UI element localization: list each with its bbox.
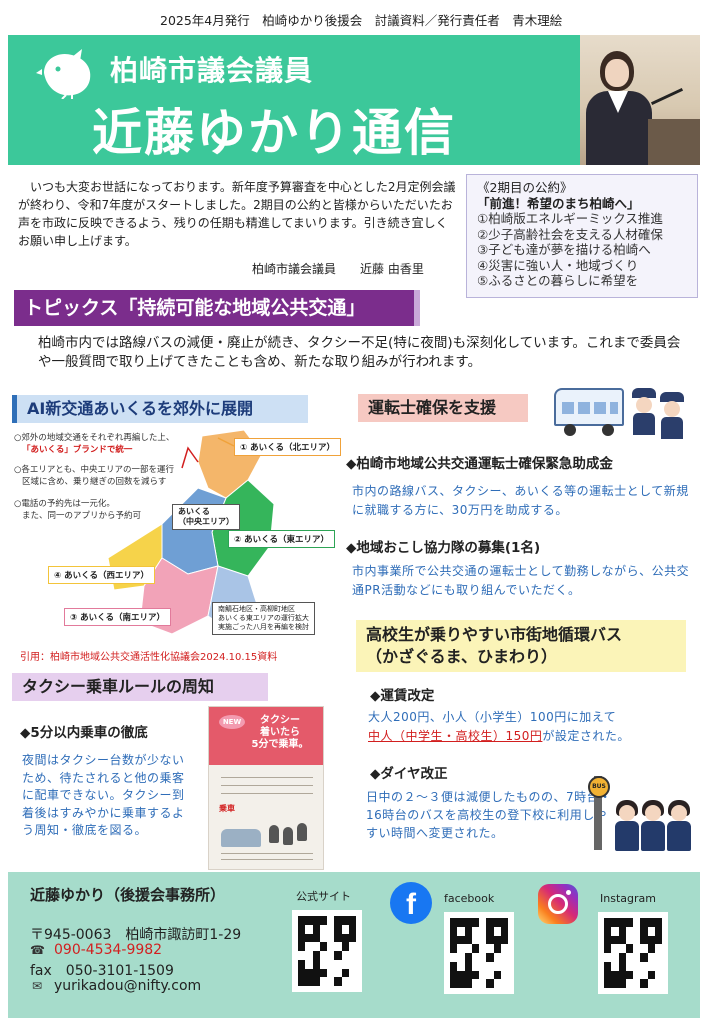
office-name: 近藤ゆかり（後援会事務所） [30,886,226,904]
area-label-extension: 南鯖石地区・高柳町地区 あいくる東エリアの運行拡大 実施ごった八月を再編を検討 [212,602,315,635]
map-note: ○各エリアとも、中央エリアの一部を運行 [14,465,174,475]
area-label-west: ④ あいくる（西エリア） [48,566,155,584]
area-label-south: ③ あいくる（南エリア） [64,608,171,626]
issue-info: 2025年4月発行 柏崎ゆかり後援会 討議資料／発行責任者 青木理絵 [160,13,563,28]
driver-section-title: 運転士確保を支援 [358,394,528,422]
qr-code [450,918,508,988]
masthead: 柏崎市議会議員 近藤ゆかり通信 [8,35,700,165]
pledge-item: ④災害に強い人・地域づくり [477,257,639,273]
phone-line: ☎ 090-4534-9982 [30,942,162,958]
facebook-qr[interactable] [444,912,514,994]
pledge-box: 《2期目の公約》 「前進！希望のまち柏崎へ」 ①柏崎版エネルギーミックス推進 ②… [466,174,698,298]
header-title: 近藤ゆかり通信 [92,104,456,162]
timetable-text: 日中の２～３便は減便したものの、7時台・16時台のバスを高校生の登下校に利用しや… [366,790,612,840]
topics-description: 柏崎市内では路線バスの減便・廃止が続き、タクシー不足(特に夜間)も深刻化していま… [38,335,681,370]
map-note: 区域に含め、乗り継ぎの回数を減らす [22,477,167,487]
fare-text-c: が設定された。 [542,729,630,743]
map-note-highlight: 「あいくる」ブランドで統一 [22,445,133,455]
driver-figure [660,392,684,440]
pledge-item: ②少子高齢社会を支える人材確保 [477,226,663,242]
header-subtitle: 柏崎市議会議員 [110,54,314,87]
address: 〒945-0063 柏崎市諏訪町1-29 [30,927,242,943]
area-label-east: ② あいくる（東エリア） [228,530,335,548]
subsidy-heading: ◆柏崎市地域公共交通運転士確保緊急助成金 [346,456,613,472]
qr-code [604,918,662,988]
area-label-north: ① あいくる（北エリア） [234,438,341,456]
contact-footer: 近藤ゆかり（後援会事務所） 〒945-0063 柏崎市諏訪町1-29 ☎ 090-… [8,872,700,1018]
map-note: ○郊外の地域交通をそれぞれ再編した上、 [14,433,175,443]
qr-code [298,916,356,986]
subsidy-text: 市内の路線バス、タクシー、あいくる等の運転士として新規に就職する方に、30万円を… [352,484,689,517]
fare-heading: ◆運賃改定 [370,688,435,704]
poster-label: 乗車 [219,804,235,813]
bus-title-line1: 高校生が乗りやすい市街地循環バス [366,625,623,644]
facebook-label: facebook [444,892,495,905]
taxi-car-icon [221,829,261,847]
pledge-item: ③子ども達が夢を描ける柏崎へ [477,242,651,257]
students-bus-stop-illustration: BUS [588,776,698,852]
email-line: ✉ yurikadou@nifty.com [30,978,201,994]
taxi-section-title: タクシー乗車ルールの周知 [12,673,268,701]
official-site-label: 公式サイト [296,890,351,903]
driver-figure [632,388,656,436]
official-site-qr[interactable] [292,910,362,992]
bird-logo-icon [36,49,91,99]
pledge-heading: 《2期目の公約》 [477,180,573,195]
phone-icon: ☎ [30,943,45,957]
area-label-central: あいくる （中央エリア） [172,504,240,530]
taxi-poster: NEW タクシー 着いたら 5分で乗車。 乗車 [208,706,324,870]
ai-section-title: AI新交通あいくるを郊外に展開 [12,395,308,423]
map-note: 「あいくる」ブランドで統一 [22,444,132,456]
bus-section-title: 高校生が乗りやすい市街地循環バス （かざぐるま、ひまわり） [356,620,686,672]
topics-banner: トピックス「持続可能な地域公共交通」 [14,290,420,326]
bus-title-line2: （かざぐるま、ひまわり） [366,647,558,666]
email-address[interactable]: yurikadou@nifty.com [54,978,202,994]
instagram-label: Instagram [600,892,656,905]
poster-headline: タクシー 着いたら 5分で乗車。 [251,715,309,750]
pledge-item: ①柏崎版エネルギーミックス推進 [477,211,663,226]
taxi-rule-heading: ◆5分以内乗車の徹底 [20,725,148,741]
timetable-heading: ◆ダイヤ改正 [370,766,448,782]
taxi-rule-text: 夜間はタクシー台数が少ないため、待たされると他の乗客に配車できない。タクシー到着… [22,753,185,837]
instagram-qr[interactable] [598,912,668,994]
facebook-icon[interactable]: f [390,882,432,924]
fare-text-a: 大人200円、小人（小学生）100円に加えて [368,710,617,724]
fare-highlight: 中人（中学生・高校生）150円 [368,729,543,743]
fare-text: 大人200円、小人（小学生）100円に加えて中人（中学生・高校生）150円が設定… [368,708,688,746]
recruit-heading: ◆地域おこし協力隊の募集(1名) [346,540,541,556]
bus-and-drivers-illustration [554,382,690,442]
poster-badge: NEW [219,715,245,729]
pledge-slogan: 「前進！希望のまち柏崎へ」 [477,195,640,211]
portrait-photo [580,35,700,165]
area-map: ○郊外の地域交通をそれぞれ再編した上、 「あいくる」ブランドで統一 ○各エリアと… [12,428,341,646]
map-citation: 引用：柏崎市地域公共交通活性化協議会2024.10.15資料 [20,652,278,663]
instagram-icon[interactable] [538,884,578,924]
recruit-text: 市内事業所で公共交通の運転士として勤務しながら、公共交通PR活動などにも取り組ん… [352,564,690,597]
fax-line: fax 050-3101-1509 [30,963,174,979]
intro-paragraph: いつも大変お世話になっております。新年度予算審査を中心とした2月定例会議が終わり… [18,180,456,248]
pledge-item: ⑤ふるさとの暮らしに希望を [477,273,639,288]
mail-icon: ✉ [31,979,43,993]
bus-stop-sign: BUS [588,776,610,798]
signature: 柏崎市議会議員 近藤 由香里 [252,262,424,276]
bus-icon [554,388,624,426]
map-note: また、同一のアプリから予約可 [22,511,142,521]
phone-number[interactable]: 090-4534-9982 [54,942,163,958]
map-note: ○電話の予約先は一元化。 [14,499,115,509]
